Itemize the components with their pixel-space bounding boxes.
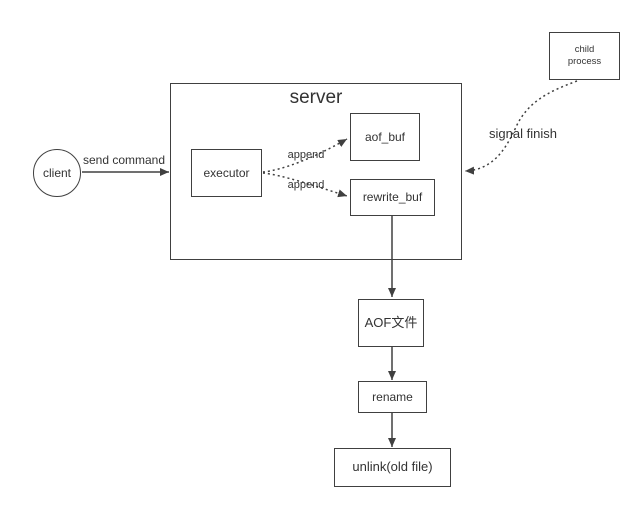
node-rename: rename bbox=[358, 381, 427, 413]
node-rewrite-buf: rewrite_buf bbox=[350, 179, 435, 216]
send-command-label: send command bbox=[82, 153, 166, 167]
server-title: server bbox=[289, 87, 343, 108]
child-process-label: child process bbox=[567, 44, 602, 67]
client-label: client bbox=[42, 165, 71, 180]
append-top-label: append bbox=[287, 149, 325, 161]
rewrite-buf-label: rewrite_buf bbox=[362, 190, 423, 204]
node-child-process: child process bbox=[549, 32, 620, 80]
aof-file-label: AOF文件 bbox=[364, 314, 418, 330]
signal-finish-label: signal finish bbox=[489, 126, 557, 141]
node-unlink-old-file: unlink(old file) bbox=[334, 448, 451, 487]
node-server: server bbox=[170, 83, 462, 260]
node-aof-buf: aof_buf bbox=[350, 113, 420, 161]
node-client: client bbox=[33, 149, 81, 197]
aof-buf-label: aof_buf bbox=[364, 129, 406, 144]
unlink-label: unlink(old file) bbox=[352, 459, 433, 475]
node-aof-file: AOF文件 bbox=[358, 299, 424, 347]
rename-label: rename bbox=[372, 389, 413, 404]
node-executor: executor bbox=[191, 149, 262, 197]
append-bottom-label: append bbox=[287, 179, 325, 191]
executor-label: executor bbox=[203, 165, 250, 180]
